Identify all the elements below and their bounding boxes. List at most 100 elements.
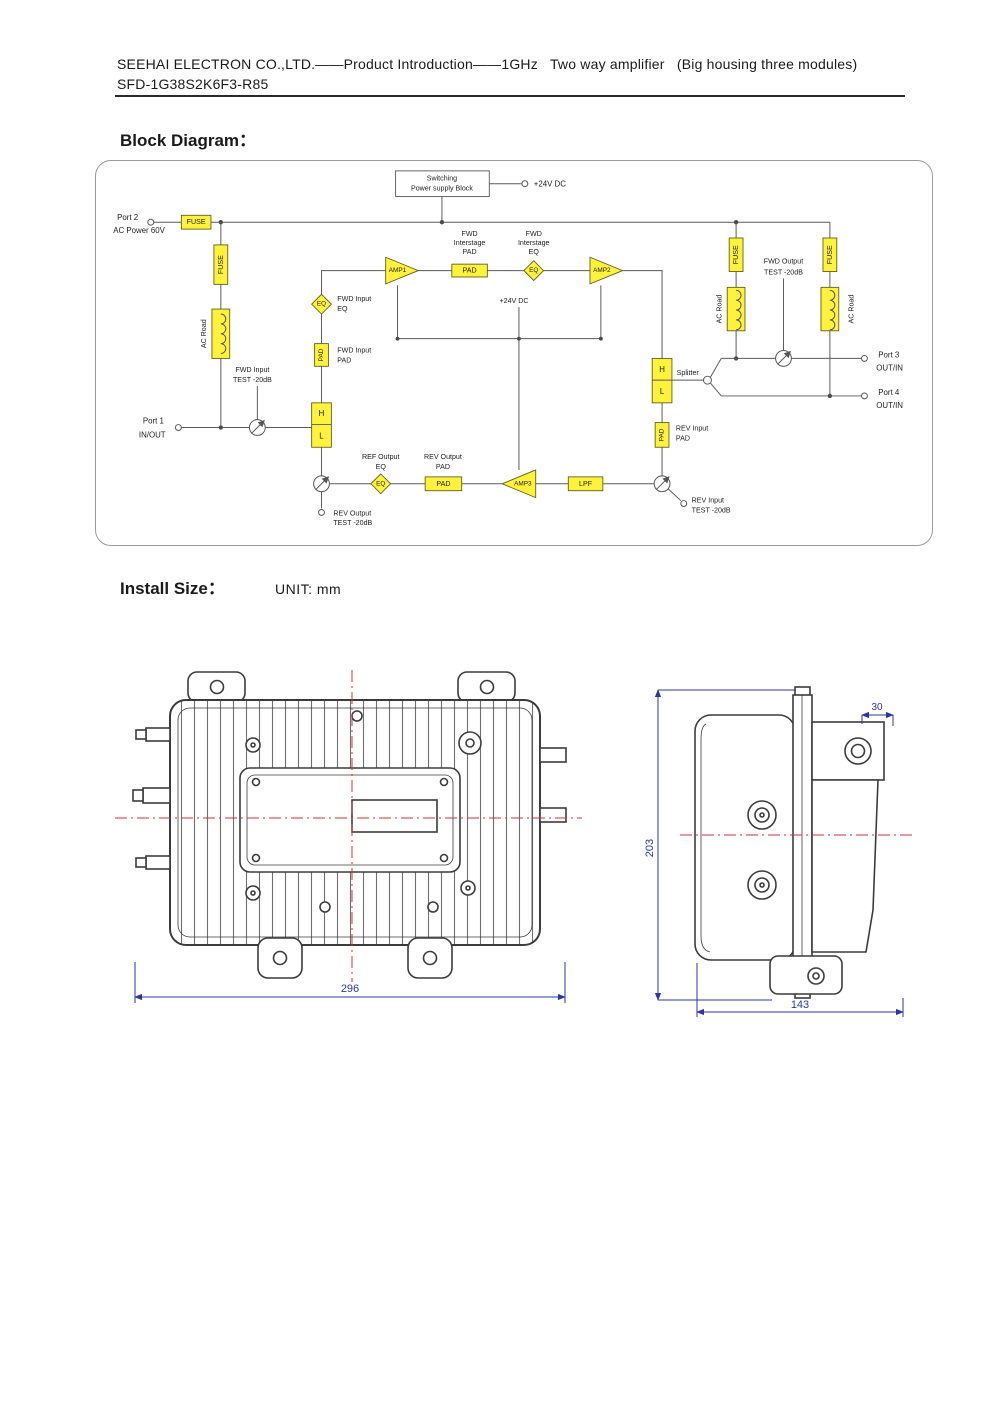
fwd-input-eq-label-2: EQ (337, 305, 348, 313)
top-view-drawing: 296 (115, 670, 582, 1003)
diplexer-left-h: H (319, 409, 325, 418)
rev-input-pad-label-1: REV Input (676, 424, 708, 432)
nameplate (351, 799, 438, 833)
ac-road-box-2 (726, 286, 746, 332)
coupler-arrow-icon (315, 476, 330, 491)
dim-width-label: 296 (341, 983, 359, 995)
power-supply-block: Switching Power supply Block +24V DC (395, 170, 566, 198)
fwd-interstage-eq-label-1: FWD (526, 230, 542, 238)
coil-icon (736, 289, 742, 331)
housing-body-side (811, 779, 879, 953)
pad-label: PAD (318, 348, 325, 361)
coupler-arrow-icon (777, 350, 792, 365)
width-dimension: 296 (134, 962, 566, 1003)
diplexer-left: H L (311, 402, 332, 448)
rev-output-test-label-1: REV Output (333, 509, 371, 517)
ear-hole (209, 679, 225, 695)
fuse-label-1: FUSE (187, 218, 206, 226)
lpf-block: LPF (567, 476, 604, 492)
coupler-arrow-icon (251, 420, 265, 434)
unit-label: UNIT: mm (275, 581, 342, 597)
fuse-label-4: FUSE (826, 245, 834, 264)
rev-input-pad-label-2: PAD (676, 434, 690, 442)
header-rule (115, 95, 905, 97)
port2-input: Port 2 AC Power 60V FUSE (113, 213, 212, 235)
fwd-output-test-label-1: FWD Output (764, 258, 803, 266)
port4-sub-label: OUT/IN (876, 401, 903, 410)
port3-terminal (860, 354, 868, 362)
port4-output: Port 4 OUT/IN (860, 388, 903, 410)
fwd-interstage-pad-label-2: Interstage (454, 239, 486, 247)
fwd-interstage-pad: FWD Interstage PAD PAD (451, 230, 488, 278)
fwd-interstage-eq: FWD Interstage EQ EQ (518, 230, 550, 282)
fwd-input-eq: EQ FWD Input EQ (311, 293, 371, 315)
fwd-interstage-pad-label-3: PAD (463, 248, 477, 256)
fwd-input-eq-label-1: FWD Input (337, 295, 371, 303)
rev-input-test-label-1: REV Input (692, 497, 724, 505)
ac-road-box-3 (820, 286, 840, 332)
pad-label: PAD (659, 428, 666, 441)
amp1-label: AMP1 (389, 267, 407, 274)
right-connectors (539, 747, 567, 823)
install-size-heading: Install Size： (120, 579, 225, 598)
dim-offset-label: 30 (871, 702, 883, 713)
test-terminal (318, 508, 325, 516)
fuse-box-3 (728, 237, 744, 273)
depth-dimension: 143 (696, 963, 904, 1017)
pad-label: PAD (436, 480, 450, 488)
test-terminal (680, 500, 688, 507)
port2-label: Port 2 (117, 213, 138, 222)
ear-hole (272, 950, 288, 966)
mounting-plate (792, 694, 813, 991)
block-diagram-heading: Block Diagram： (120, 131, 257, 150)
height-dimension: 203 (644, 689, 796, 1001)
ear-hole (479, 679, 495, 695)
amp3-block: AMP3 (500, 469, 537, 499)
power-block-label-1: Switching (427, 175, 457, 183)
lid-bolts (245, 710, 482, 913)
junction-dots (218, 220, 833, 430)
fwd-interstage-eq-label-2: Interstage (518, 239, 550, 247)
rev-output-pad: REV Output PAD PAD (424, 453, 463, 492)
port4-label: Port 4 (878, 388, 900, 397)
port2-terminal (147, 218, 155, 226)
ear-hole (422, 950, 438, 966)
port1-input: Port 1 IN/OUT (139, 417, 182, 439)
fwd-input-test-point: FWD Input TEST -20dB (233, 366, 272, 436)
centerlines (115, 670, 582, 982)
fuse-label-3: FUSE (732, 245, 740, 264)
amp2-block: AMP2 (589, 256, 624, 285)
ac-road-label-2: AC Road (715, 295, 723, 324)
fwd-input-test-label-1: FWD Input (235, 366, 269, 374)
diplexer-right: H L (651, 357, 673, 404)
port1-label: Port 1 (143, 417, 164, 426)
eq-label: EQ (529, 267, 538, 274)
coil-icon (220, 313, 227, 354)
port4-terminal (860, 392, 868, 400)
rev-output-pad-label-1: REV Output (424, 453, 462, 461)
diplexer-right-l: L (660, 387, 665, 396)
right-ac-column-2: FUSE AC Road (820, 237, 856, 332)
housing-top-view (132, 671, 567, 979)
power-block-label-2: Power supply Block (411, 185, 473, 193)
fuse-label-2: FUSE (217, 255, 225, 274)
fwd-input-pad-label-2: PAD (337, 356, 351, 364)
v24-mid-label: +24V DC (500, 297, 529, 305)
fwd-input-pad-label-1: FWD Input (337, 347, 371, 355)
fwd-input-pad: PAD FWD Input PAD (314, 343, 371, 367)
port1-terminal (174, 424, 182, 431)
splitter-circle (703, 375, 712, 385)
port3-label: Port 3 (878, 350, 900, 359)
port2-sub-label: AC Power 60V (113, 226, 165, 235)
eq-label: EQ (317, 301, 326, 308)
header-model-number: SFD-1G38S2K6F3-R85 (117, 76, 269, 92)
block-diagram-frame: Switching Power supply Block +24V DC Por… (95, 160, 933, 546)
lid-recess (239, 767, 461, 873)
fuse-box-2 (213, 244, 229, 285)
left-connectors (132, 727, 171, 870)
right-ac-column-1: FUSE AC Road (715, 237, 746, 332)
v24-top-label: +24V DC (534, 180, 566, 189)
dim-depth-label: 143 (791, 999, 809, 1011)
diagram-wires (153, 183, 862, 509)
